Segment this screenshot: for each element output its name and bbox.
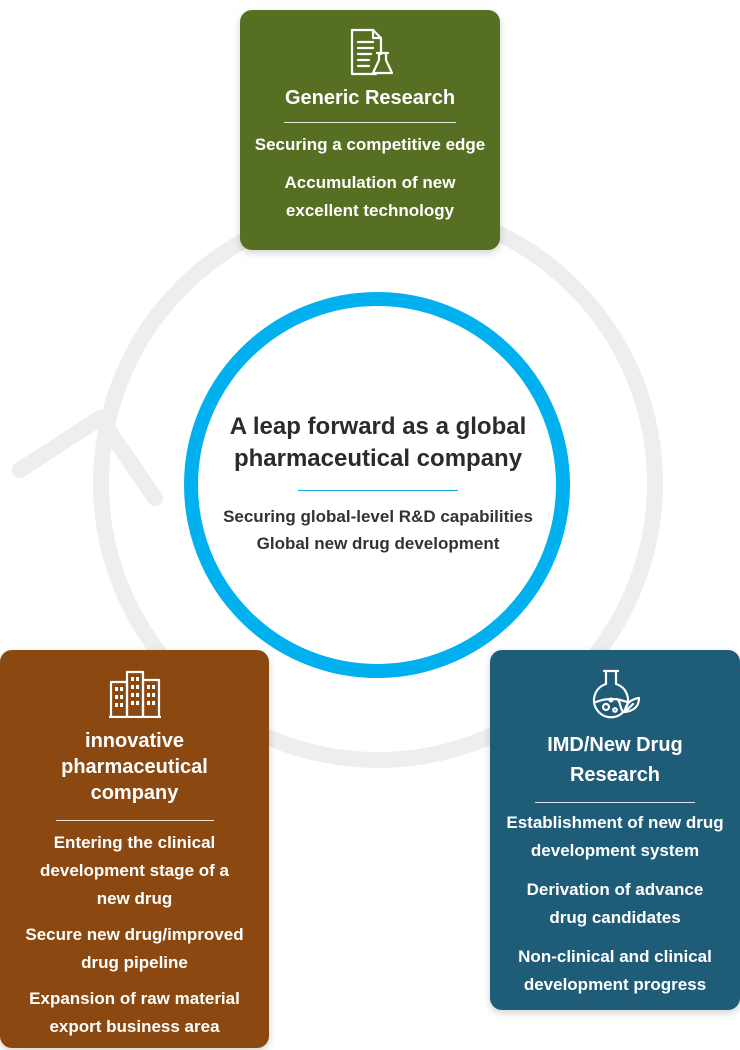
imd-item-development-system: Establishment of new drug development sy…: [506, 813, 724, 860]
generic-research-divider: [284, 122, 456, 123]
flask-leaf-icon: [592, 669, 641, 719]
cycle-arrowhead: [12, 410, 163, 506]
center-ring: [184, 292, 570, 678]
innovative-company-title: innovative pharmaceutical company: [61, 730, 208, 804]
buildings-icon: [108, 670, 161, 718]
imd-item-candidates: Derivation of advance drug candidates: [526, 880, 704, 927]
innovative-company-divider: [55, 820, 214, 821]
imd-research-title: IMD/New Drug Research: [547, 734, 683, 786]
generic-item-technology: Accumulation of new excellent technology: [284, 173, 456, 220]
imd-research-box: IMD/New Drug Research Establishment of n…: [490, 650, 740, 1010]
center-circle-fill: [187, 295, 567, 675]
innovative-item-pipeline: Secure new drug/improved drug pipeline: [25, 925, 244, 972]
center-line-rd: Securing global-level R&D capabilities: [223, 507, 533, 526]
center-statement: A leap forward as a global pharmaceutica…: [197, 411, 559, 557]
innovative-item-export: Expansion of raw material export busines…: [29, 989, 240, 1036]
generic-item-competitive-edge: Securing a competitive edge: [254, 135, 486, 154]
center-title: A leap forward as a global pharmaceutica…: [229, 413, 527, 472]
generic-research-box: Generic Research Securing a competitive …: [240, 10, 500, 250]
imd-research-divider: [535, 802, 695, 803]
center-divider: [298, 490, 458, 491]
innovative-company-box: innovative pharmaceutical company Enteri…: [0, 650, 269, 1048]
imd-item-clinical-progress: Non-clinical and clinical development pr…: [518, 947, 712, 994]
document-flask-icon: [350, 28, 394, 76]
innovative-item-clinical-stage: Entering the clinical development stage …: [40, 833, 229, 908]
center-line-drug: Global new drug development: [256, 534, 500, 553]
generic-research-title: Generic Research: [284, 87, 456, 109]
